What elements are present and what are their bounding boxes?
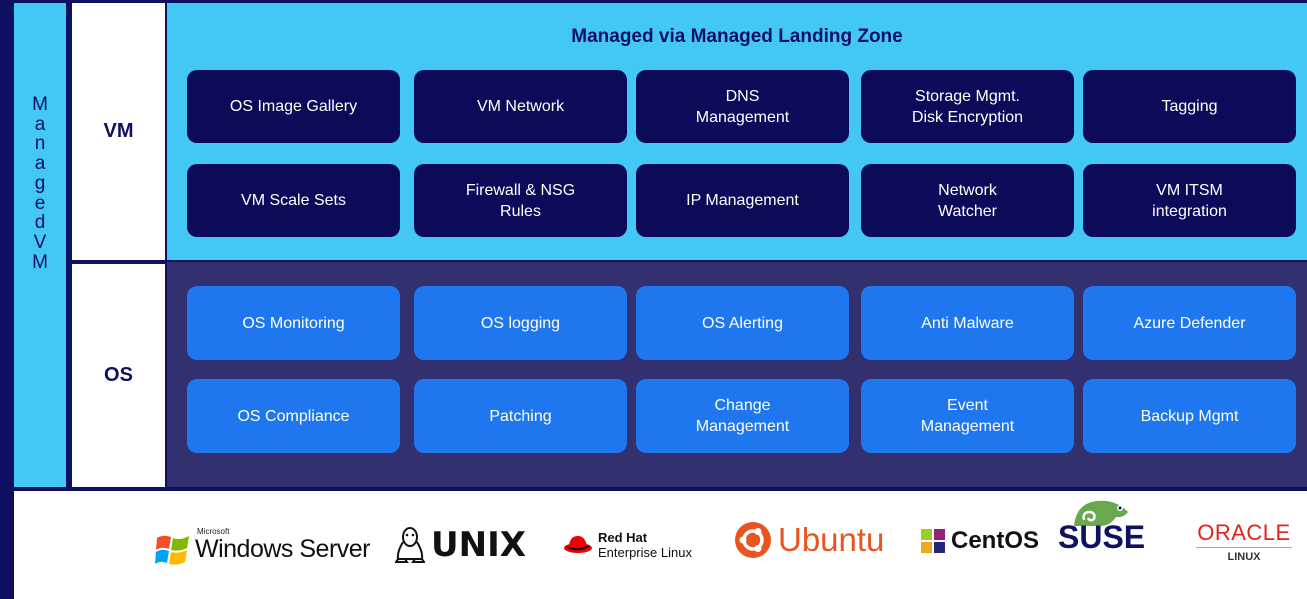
vm-item: DNS Management bbox=[636, 70, 849, 143]
os-row-label: OS bbox=[72, 264, 165, 487]
penguin-icon bbox=[395, 527, 425, 563]
chameleon-icon bbox=[1073, 500, 1128, 526]
os-item: Patching bbox=[414, 379, 627, 453]
vm-row-label: VM bbox=[72, 3, 165, 260]
side-label-letter: g bbox=[34, 172, 46, 194]
side-label-letter: M bbox=[32, 94, 48, 115]
windows-flag-icon bbox=[155, 535, 189, 565]
vm-item: VM Network bbox=[414, 70, 627, 143]
unix-text: UNIX bbox=[431, 525, 526, 565]
centos-logo: CentOS bbox=[918, 526, 1039, 556]
vm-item: VM Scale Sets bbox=[187, 164, 400, 237]
ubuntu-logo: Ubuntu bbox=[734, 521, 884, 559]
oracle-text: ORACLE bbox=[1197, 520, 1291, 545]
os-item: OS Monitoring bbox=[187, 286, 400, 360]
windows-server-text: Windows Server bbox=[195, 534, 371, 563]
suse-text: SUSE bbox=[1058, 519, 1146, 555]
red-hat-icon bbox=[564, 536, 592, 553]
ubuntu-circle-icon bbox=[735, 522, 771, 558]
oracle-linux-logo: ORACLE LINUX bbox=[1196, 522, 1292, 563]
centos-text: CentOS bbox=[951, 527, 1040, 554]
os-item: Azure Defender bbox=[1083, 286, 1296, 360]
side-label-letter: V bbox=[33, 231, 47, 253]
side-label-letter: d bbox=[34, 212, 46, 234]
vm-item: Network Watcher bbox=[861, 164, 1074, 237]
side-label-letter: n bbox=[34, 133, 46, 155]
os-item: Backup Mgmt bbox=[1083, 379, 1296, 453]
os-item: OS Compliance bbox=[187, 379, 400, 453]
windows-server-logo: Microsoft Windows Server bbox=[155, 518, 371, 570]
vm-item: IP Management bbox=[636, 164, 849, 237]
vm-section-title: Managed via Managed Landing Zone bbox=[571, 26, 903, 47]
os-item: Anti Malware bbox=[861, 286, 1074, 360]
redhat-subtitle-text: Enterprise Linux bbox=[598, 545, 692, 560]
side-label-letter: a bbox=[34, 153, 46, 175]
unix-logo: UNIX bbox=[395, 525, 526, 565]
os-item: Event Management bbox=[861, 379, 1074, 453]
vm-item: VM ITSM integration bbox=[1083, 164, 1296, 237]
redhat-title-text: Red Hat bbox=[598, 530, 648, 545]
os-item: Change Management bbox=[636, 379, 849, 453]
vm-item: OS Image Gallery bbox=[187, 70, 400, 143]
side-label-letter: a bbox=[34, 113, 46, 135]
os-item: OS logging bbox=[414, 286, 627, 360]
ubuntu-text: Ubuntu bbox=[778, 521, 885, 558]
oracle-divider bbox=[1196, 547, 1292, 548]
side-label-letter: M bbox=[32, 251, 48, 273]
vm-item: Firewall & NSG Rules bbox=[414, 164, 627, 237]
os-item: OS Alerting bbox=[636, 286, 849, 360]
oracle-linux-text: LINUX bbox=[1227, 551, 1261, 563]
centos-icon bbox=[918, 526, 948, 556]
side-label-letter: e bbox=[34, 192, 46, 214]
redhat-logo: Red Hat Enterprise Linux bbox=[563, 530, 692, 560]
suse-logo: SUSE bbox=[1058, 496, 1146, 555]
vm-item: Tagging bbox=[1083, 70, 1296, 143]
windows-microsoft-text: Microsoft bbox=[197, 526, 230, 536]
vm-item: Storage Mgmt. Disk Encryption bbox=[861, 70, 1074, 143]
